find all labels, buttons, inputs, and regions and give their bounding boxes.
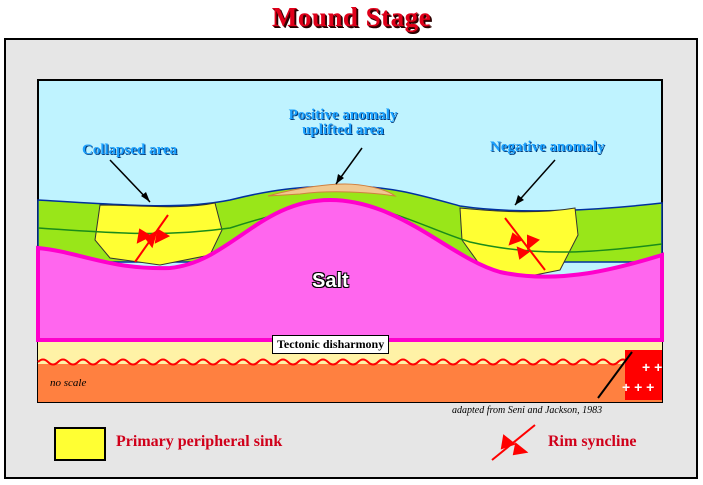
fault-line	[597, 351, 633, 399]
page-title: Mound Stage	[271, 2, 432, 32]
legend-rim-label: Rim syncline	[548, 433, 637, 450]
label-negative-anomaly: Negative anomaly	[490, 139, 605, 155]
rim-syncline-icon	[134, 214, 171, 263]
label-positive-line2: uplifted area	[302, 122, 384, 138]
arrowhead	[515, 195, 524, 205]
rim-syncline-icon	[504, 217, 546, 271]
legend-sink-swatch	[54, 427, 106, 461]
plus-sign-icon: + + +	[622, 379, 654, 395]
label-salt: Salt	[312, 270, 349, 292]
basement-layer	[38, 362, 662, 402]
callout-arrow-negative	[514, 159, 556, 206]
arrowhead	[336, 174, 344, 184]
legend-rim-syncline-icon	[491, 424, 536, 461]
label-positive-anomaly: Positive anomaly uplifted area	[268, 108, 418, 138]
label-tectonic-disharmony: Tectonic disharmony	[272, 335, 390, 354]
legend-sink-label: Primary peripheral sink	[116, 433, 283, 450]
plus-sign-icon: + +	[642, 359, 662, 375]
salt-body	[36, 197, 664, 342]
arrowhead	[141, 192, 150, 202]
basement-block	[625, 350, 662, 400]
uplift-cap	[267, 183, 397, 197]
credit-text: adapted from Seni and Jackson, 1983	[452, 405, 603, 416]
label-collapsed-area: Collapsed area	[82, 142, 178, 158]
label-no-scale: no scale	[50, 377, 87, 389]
disharmony-wavy-line	[37, 358, 659, 366]
label-positive-line1: Positive anomaly	[288, 107, 398, 123]
